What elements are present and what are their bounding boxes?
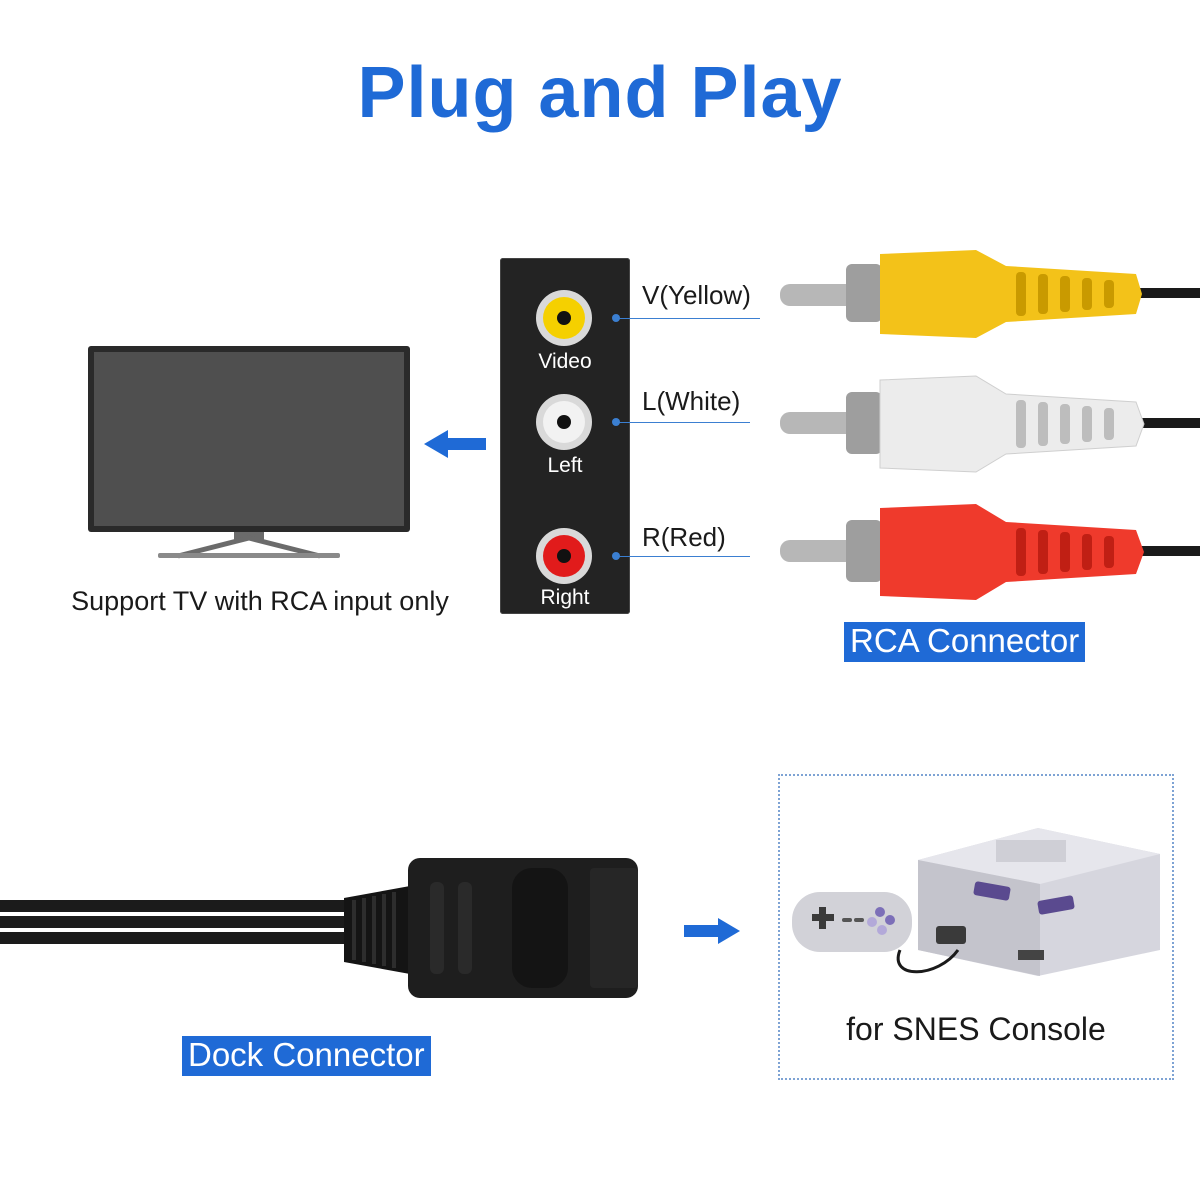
leader-dot [612,314,620,322]
tv-illustration [88,346,410,559]
arrow-right-icon [684,918,740,944]
snes-caption: for SNES Console [846,1011,1106,1047]
jack-label-left: Left [547,454,583,477]
right-jack-icon [536,528,592,584]
leader-line [618,556,750,557]
jack-label-video: Video [538,350,592,373]
leader-line [618,318,760,319]
rca-plug-red-icon [780,504,1200,600]
rca-jack-panel: Video Left Right [500,258,630,614]
dock-connector-badge: Dock Connector [182,1036,431,1076]
connector-label-white: L(White) [642,386,741,416]
video-jack-icon [536,290,592,346]
rca-plug-yellow-icon [780,250,1200,338]
tv-caption: Support TV with RCA input only [71,586,449,616]
connector-label-red: R(Red) [642,522,726,552]
snes-console-icon [792,828,1160,976]
page-title: Plug and Play [357,53,843,133]
leader-dot [612,418,620,426]
leader-line [618,422,750,423]
left-jack-icon [536,394,592,450]
snes-console-panel [778,774,1174,1080]
rca-connector-badge: RCA Connector [844,622,1086,662]
jack-label-right: Right [540,586,590,609]
arrow-left-icon [424,430,486,458]
dock-connector-icon [0,858,638,998]
leader-dot [612,552,620,560]
connector-label-yellow: V(Yellow) [642,280,751,310]
rca-plug-white-icon [780,375,1200,473]
